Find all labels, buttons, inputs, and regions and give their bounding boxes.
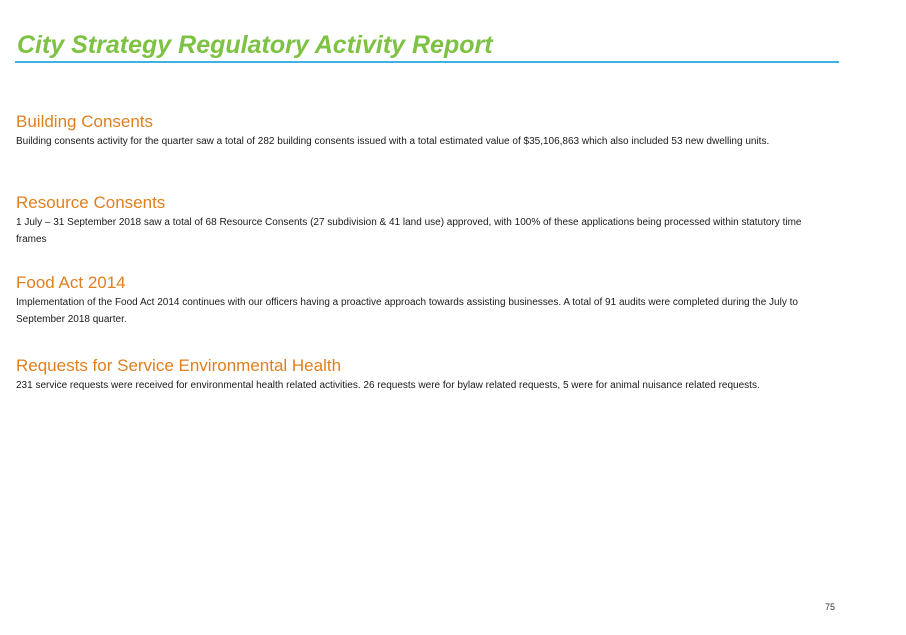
section-body: 1 July – 31 September 2018 saw a total o… [16,217,802,245]
section-heading: Resource Consents [16,193,166,212]
page-number: 75 [825,602,836,612]
section-environmental-health: Requests for Service Environmental Healt… [16,356,836,394]
title-divider [15,61,839,63]
page-title: City Strategy Regulatory Activity Report [17,31,493,59]
section-food-act: Food Act 2014 Implementation of the Food… [16,273,836,328]
section-body: 231 service requests were received for e… [16,380,760,391]
section-heading: Building Consents [16,112,154,131]
section-body: Building consents activity for the quart… [16,136,770,147]
section-heading: Requests for Service Environmental Healt… [16,356,342,375]
section-heading: Food Act 2014 [16,273,126,292]
section-body: Implementation of the Food Act 2014 cont… [16,297,798,325]
section-building-consents: Building Consents Building consents acti… [16,112,836,150]
section-resource-consents: Resource Consents 1 July – 31 September … [16,193,836,248]
